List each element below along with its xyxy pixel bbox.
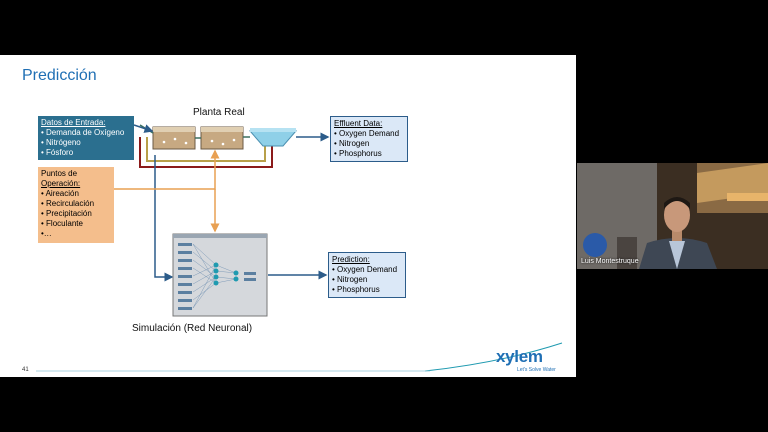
- presentation-slide: Predicción: [0, 55, 576, 377]
- participant-name: Luis Montestruque: [581, 258, 639, 265]
- participant-video-feed: [577, 163, 768, 269]
- operation-item: • Recirculación: [41, 199, 95, 208]
- input-item: • Demanda de Oxígeno: [41, 128, 125, 137]
- input-item: • Fósforo: [41, 148, 74, 157]
- effluent-data-box: Effluent Data: • Oxygen Demand • Nitroge…: [330, 116, 408, 162]
- operation-item: • Aireación: [41, 189, 79, 198]
- logo-tagline: Let's Solve Water: [517, 367, 556, 373]
- operation-points-box: Puntos de Operación: • Aireación • Recir…: [38, 167, 114, 243]
- prediction-item: • Nitrogen: [332, 275, 368, 284]
- simulation-label: Simulación (Red Neuronal): [132, 323, 253, 334]
- slide-title: Predicción: [22, 67, 97, 84]
- operation-item: • Precipitación: [41, 209, 92, 218]
- logo-swoosh: [424, 342, 563, 372]
- pipe-red: [139, 137, 273, 168]
- arrow-input-to-plant: [133, 124, 154, 133]
- prediction-item: • Oxygen Demand: [332, 265, 398, 274]
- effluent-heading: Effluent Data:: [334, 119, 383, 128]
- operation-heading-line1: Puntos de: [41, 169, 78, 178]
- input-data-heading: Datos de Entrada:: [41, 118, 106, 127]
- neural-network-screenshot: [172, 233, 268, 317]
- effluent-item: • Nitrogen: [334, 139, 370, 148]
- participant-video-tile[interactable]: Luis Montestruque: [577, 163, 768, 269]
- effluent-item: • Phosphorus: [334, 149, 382, 158]
- page-number: 41: [22, 367, 29, 373]
- input-item: • Nitrógeno: [41, 138, 81, 147]
- arrow-input-to-simulation: [154, 155, 174, 282]
- prediction-item: • Phosphorus: [332, 285, 380, 294]
- pipe-gold: [146, 137, 266, 162]
- process-diagram: [36, 124, 563, 372]
- plant-label: Planta Real: [193, 107, 245, 118]
- operation-heading-line2: Operación:: [41, 179, 81, 188]
- effluent-item: • Oxygen Demand: [334, 129, 400, 138]
- prediction-box: Prediction: • Oxygen Demand • Nitrogen •…: [328, 252, 406, 298]
- input-data-box: Datos de Entrada: • Demanda de Oxígeno •…: [38, 116, 134, 160]
- operation-item: •…: [41, 229, 52, 238]
- xylem-logo: xylem: [496, 347, 543, 366]
- prediction-heading: Prediction:: [332, 255, 370, 264]
- plant-tanks-icon: [139, 124, 298, 150]
- operation-item: • Floculante: [41, 219, 83, 228]
